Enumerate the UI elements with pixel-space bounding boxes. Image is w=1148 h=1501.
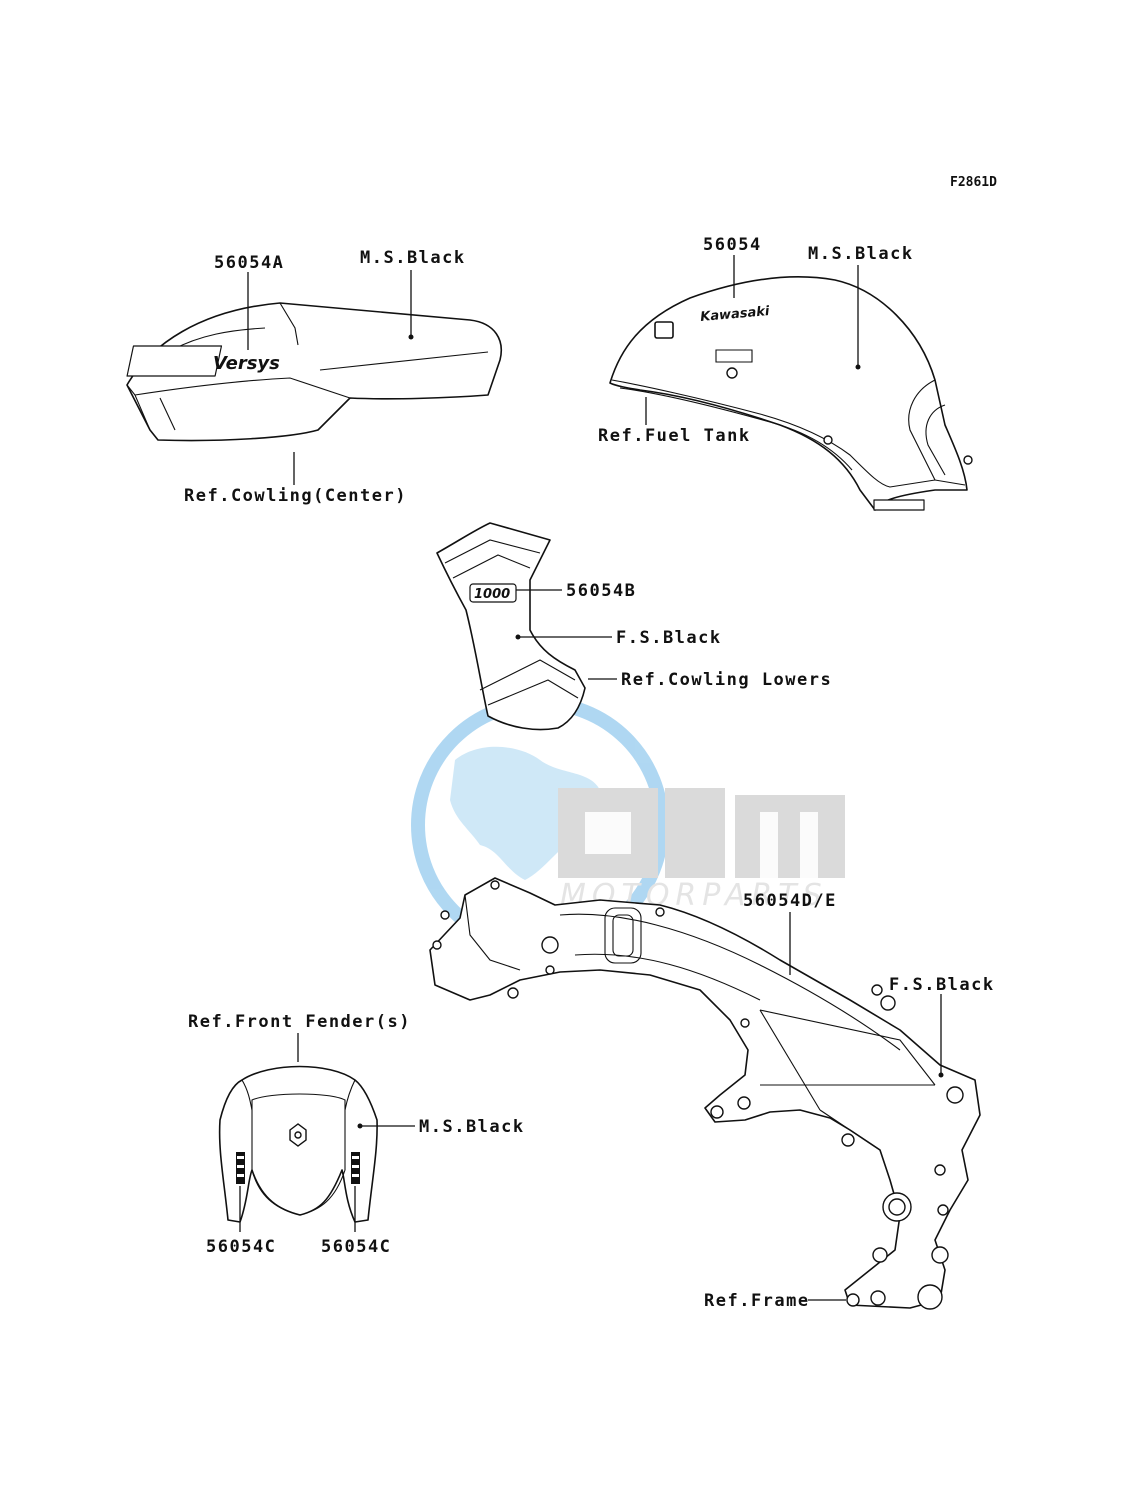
seat-cowl-color: M.S.Black (360, 248, 466, 268)
kawasaki-decal: Kawasaki (700, 304, 771, 325)
seat-cowl-drawing: Versys (126, 302, 502, 442)
frame-color: F.S.Black (889, 975, 995, 995)
lower-color: F.S.Black (616, 628, 722, 648)
lower-reference: Ref.Cowling Lowers (621, 670, 832, 690)
watermark-letter-o (558, 788, 658, 878)
tank-color: M.S.Black (808, 244, 914, 264)
seat-cowl-part-number: 56054A (214, 253, 284, 273)
lower-part-number: 56054B (566, 581, 636, 601)
watermark-letter-s (665, 788, 725, 878)
1000-decal: 1000 (469, 583, 517, 603)
watermark-letter-m (735, 795, 845, 878)
frame-part-number: 56054D/E (743, 891, 837, 911)
svg-text:1000: 1000 (474, 587, 510, 602)
fender-part-number-left: 56054C (206, 1237, 276, 1257)
versys-decal: Versys (126, 345, 280, 377)
watermark: MOTORPARTS (411, 696, 845, 954)
fender-reference: Ref.Front Fender(s) (188, 1012, 411, 1032)
cowling-lower-drawing: 1000 (436, 522, 586, 731)
tank-reference: Ref.Fuel Tank (598, 426, 751, 446)
fuel-tank-drawing: Kawasaki (609, 276, 973, 511)
tank-part-number: 56054 (703, 235, 762, 255)
frame-reference: Ref.Frame (704, 1291, 810, 1311)
frame-drawing (429, 877, 981, 1310)
fender-color: M.S.Black (419, 1117, 525, 1137)
fender-part-number-right: 56054C (321, 1237, 391, 1257)
front-fender-drawing (218, 1065, 378, 1223)
svg-text:Versys: Versys (213, 353, 280, 374)
seat-cowl-reference: Ref.Cowling(Center) (184, 486, 407, 506)
figure-code: F2861D (950, 175, 997, 190)
